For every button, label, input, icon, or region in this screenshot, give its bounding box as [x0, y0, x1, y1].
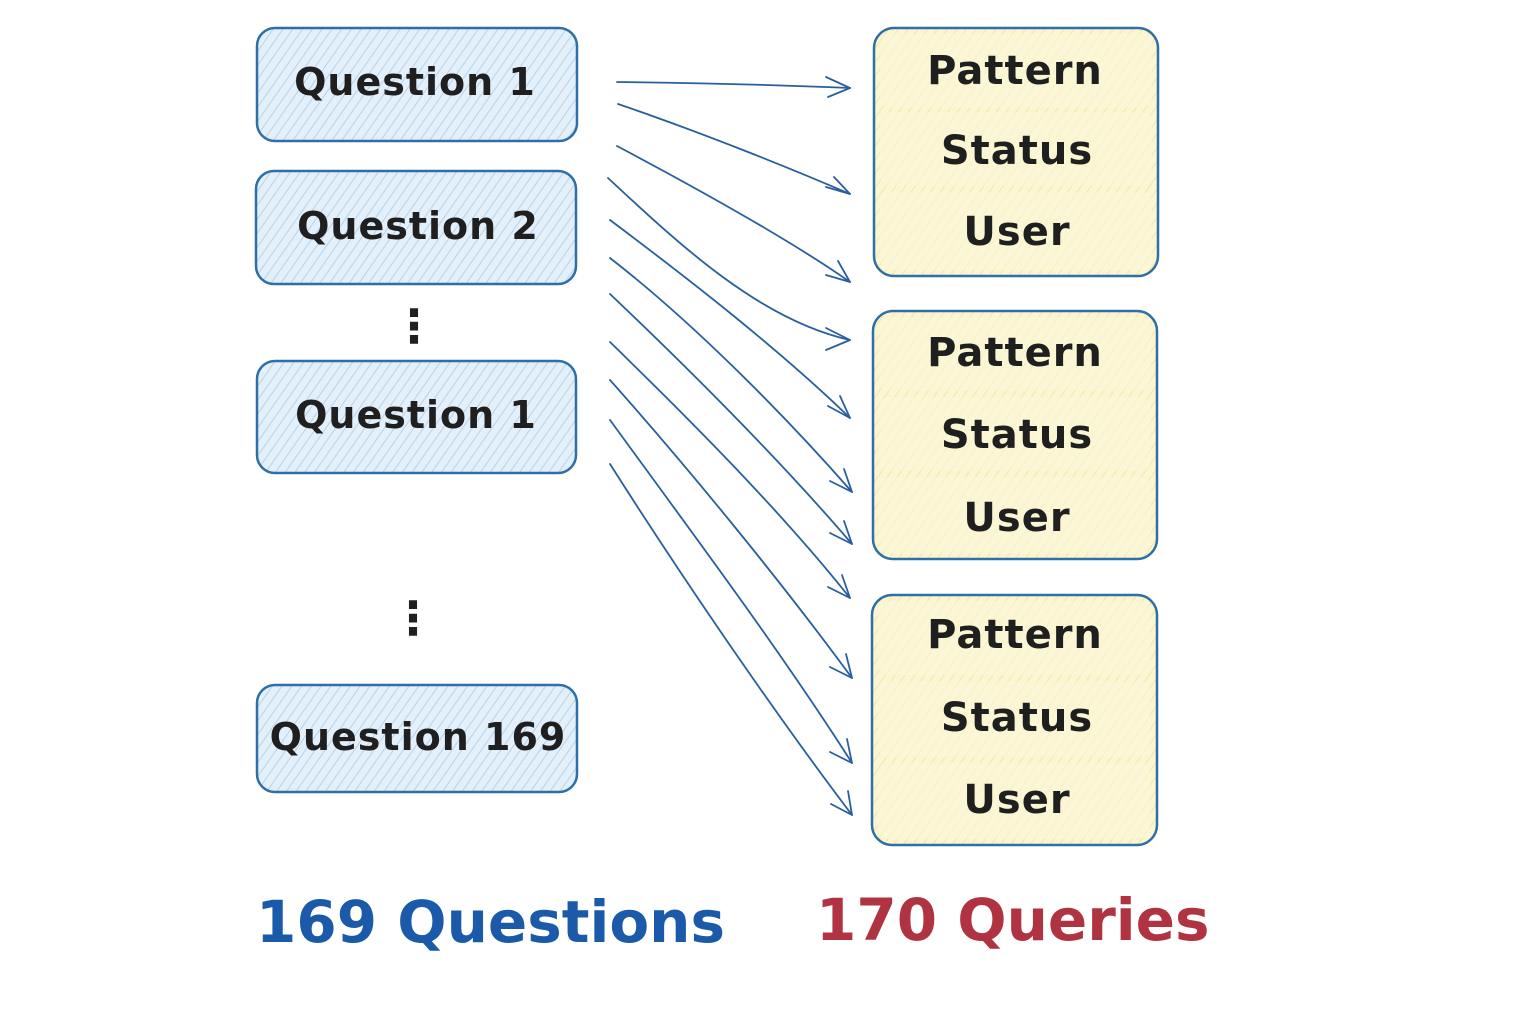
arrow-4	[607, 177, 851, 341]
arrow-5-head	[827, 395, 851, 419]
ellipsis-2: ⋮	[390, 591, 436, 645]
queries-summary: 170 Queries	[816, 886, 1210, 954]
query-block-1: Pattern Status User	[872, 26, 1160, 278]
query-field-status: Status	[941, 412, 1093, 458]
question-box-1: Question 1	[255, 26, 579, 143]
query-field-user: User	[963, 209, 1070, 255]
question-label: Question 1	[294, 60, 536, 104]
query-field-user: User	[963, 777, 1070, 823]
query-field-status: Status	[941, 128, 1093, 174]
arrow-8	[609, 341, 851, 599]
arrow-10	[609, 419, 853, 764]
arrow-6	[609, 257, 853, 493]
ellipsis-1: ⋮	[391, 299, 437, 353]
arrow-10-head	[829, 738, 853, 764]
query-field-pattern: Pattern	[927, 612, 1103, 658]
query-column: Pattern Status User Pattern Status User …	[870, 26, 1160, 847]
query-field-status: Status	[941, 695, 1093, 741]
arrow-11	[609, 463, 853, 816]
arrow-5	[609, 219, 851, 419]
arrow-11-head	[830, 790, 853, 816]
arrow-2	[617, 103, 851, 195]
question-box-169: Question 169	[255, 683, 579, 794]
arrow-7	[609, 293, 853, 545]
question-label: Question 1	[295, 393, 537, 437]
query-field-pattern: Pattern	[927, 48, 1103, 94]
query-field-user: User	[963, 495, 1070, 541]
arrow-2-head	[825, 176, 851, 195]
arrow-7-head	[829, 520, 853, 545]
arrow-6-head	[829, 468, 853, 493]
query-field-pattern: Pattern	[927, 330, 1103, 376]
arrow-1-head	[825, 76, 851, 98]
query-block-2: Pattern Status User	[871, 309, 1159, 561]
arrow-4-head	[825, 327, 851, 351]
arrow-1	[616, 81, 851, 89]
arrow-3	[616, 145, 851, 283]
question-label: Question 2	[297, 204, 539, 248]
arrow-9	[609, 379, 853, 679]
question-label: Question 169	[270, 715, 567, 759]
question-column: Question 1 Question 2 ⋮ Question 1 ⋮ Que…	[254, 26, 579, 794]
question-box-3: Question 1	[255, 359, 578, 475]
questions-summary: 169 Questions	[256, 888, 725, 956]
arrow-9-head	[829, 653, 853, 679]
mapping-arrows	[607, 76, 853, 816]
query-block-3: Pattern Status User	[870, 593, 1159, 847]
arrow-8-head	[827, 574, 851, 599]
question-box-2: Question 2	[254, 169, 578, 286]
arrow-3-head	[825, 260, 851, 283]
